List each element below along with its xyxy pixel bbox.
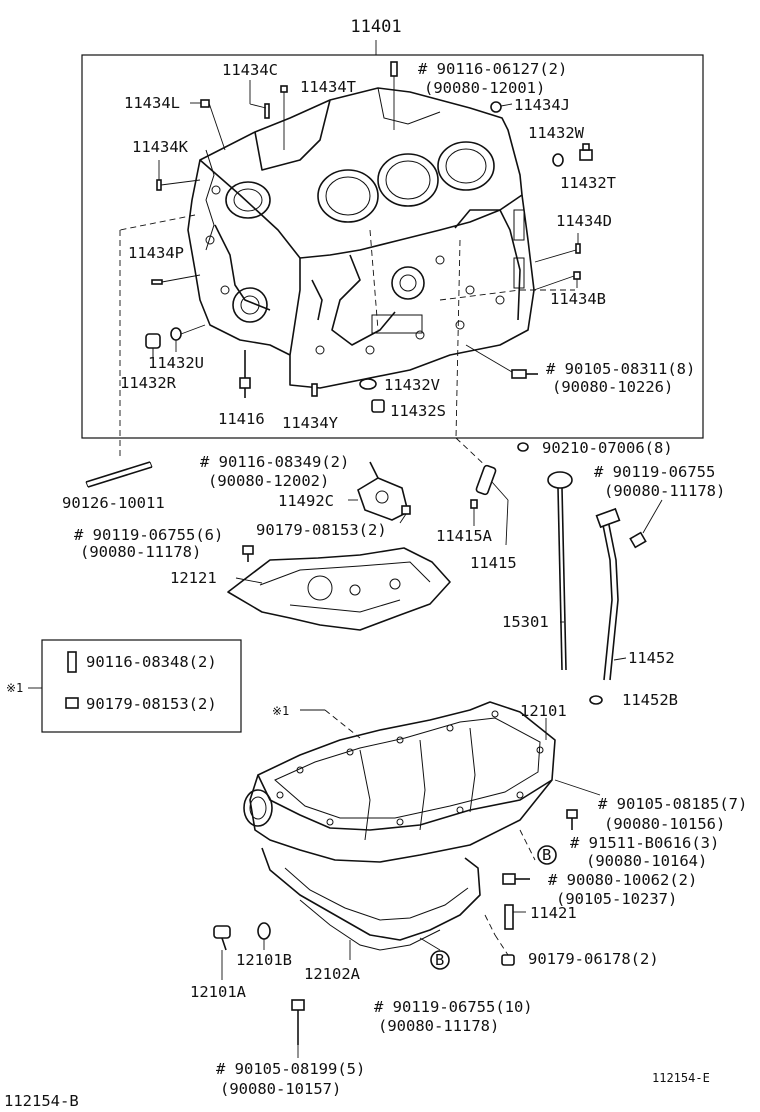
label-stud-2: (90080-12002)	[208, 472, 329, 490]
dipstick-15301	[547, 471, 573, 671]
label-11432v: 11432V	[384, 376, 440, 394]
label-pan-bolt-1: # 90105-08185(7)	[598, 795, 747, 813]
label-pan-bolt-2: (90080-10156)	[604, 815, 725, 833]
label-11434c: 11434C	[222, 61, 278, 79]
label-11421: 11421	[530, 904, 577, 922]
label-bottom-bolt-1: # 90105-08199(5)	[216, 1060, 365, 1078]
label-ref1-nut: 90179-08153(2)	[86, 695, 217, 713]
label-11434l: 11434L	[124, 94, 180, 112]
ref1-parts	[28, 651, 79, 709]
label-pan-bolt-b-1: # 91511-B0616(3)	[570, 834, 719, 852]
label-11452: 11452	[628, 649, 675, 667]
plate-11492c	[348, 461, 411, 524]
baffle-plate-12121	[227, 547, 451, 631]
label-bolt-top-2: (90080-12001)	[424, 79, 545, 97]
label-12102a: 12102A	[304, 965, 361, 983]
label-pan-lower-bolt-2: (90080-11178)	[378, 1017, 499, 1035]
label-bolt-right-2: (90080-10226)	[552, 378, 673, 396]
label-11434t: 11434T	[300, 78, 356, 96]
pan-fasteners	[213, 809, 578, 1058]
label-bolt-left-1: # 90119-06755(6)	[74, 526, 223, 544]
dipstick-guide-11452	[595, 507, 627, 681]
label-11432t: 11432T	[560, 174, 616, 192]
label-11434d: 11434D	[556, 212, 612, 230]
cylinder-block-frame	[81, 54, 704, 439]
washer-90210	[517, 442, 529, 452]
label-11452b: 11452B	[622, 691, 678, 709]
label-12101a: 12101A	[190, 983, 247, 1001]
label-11401: 11401	[350, 17, 401, 37]
label-ref1-mark: ※1	[6, 681, 23, 695]
label-11434k: 11434K	[132, 138, 189, 156]
label-90179-06178: 90179-06178(2)	[528, 950, 659, 968]
oil-pan-drawing	[243, 701, 601, 960]
label-90126: 90126-10011	[62, 494, 165, 512]
label-11434b: 11434B	[550, 290, 606, 308]
label-15301: 15301	[502, 613, 549, 631]
label-ref1-stud: 90116-08348(2)	[86, 653, 217, 671]
label-bolt-left-2: (90080-11178)	[80, 543, 201, 561]
label-pan-lower-bolt-1: # 90119-06755(10)	[374, 998, 533, 1016]
cylinder-block-drawing	[187, 87, 535, 389]
label-12121: 12121	[170, 569, 217, 587]
figure-code: 112154-E	[652, 1071, 710, 1085]
label-bolt-gauge-1: # 90119-06755	[594, 463, 715, 481]
label-stud-1: # 90116-08349(2)	[200, 453, 349, 471]
label-11432s: 11432S	[390, 402, 446, 420]
label-11434p: 11434P	[128, 244, 184, 262]
label-11492c: 11492C	[278, 492, 334, 510]
label-90210: 90210-07006(8)	[542, 439, 673, 457]
label-bolt-top-1: # 90116-06127(2)	[418, 60, 567, 78]
label-pan-ref: ※1	[272, 704, 289, 718]
label-11415a: 11415A	[436, 527, 493, 545]
page-code: 112154-B	[4, 1092, 79, 1110]
ref1-box	[41, 639, 242, 733]
label-11434y: 11434Y	[282, 414, 339, 432]
label-bolt-right-1: # 90105-08311(8)	[546, 360, 695, 378]
label-bottom-bolt-2: (90080-10157)	[220, 1080, 341, 1098]
label-11432u: 11432U	[148, 354, 204, 372]
label-bolt-gauge-2: (90080-11178)	[604, 482, 725, 500]
label-90179-08153: 90179-08153(2)	[256, 521, 387, 539]
long-bolt-90126	[85, 461, 153, 488]
bolt-90119-left	[242, 545, 254, 562]
label-circle-b-lower: B	[435, 951, 444, 969]
oring-11452b	[589, 695, 603, 705]
label-pan-bolt-c-2: (90105-10237)	[556, 890, 677, 908]
block-small-parts	[145, 61, 593, 413]
block-dash-lines	[119, 214, 575, 471]
label-circle-b: B	[542, 846, 551, 864]
label-12101: 12101	[520, 702, 567, 720]
label-12101b: 12101B	[236, 951, 292, 969]
label-pan-bolt-c-1: # 90080-10062(2)	[548, 871, 697, 889]
label-11432w: 11432W	[528, 124, 585, 142]
bolt-gauge	[629, 499, 663, 549]
label-11432r: 11432R	[120, 374, 177, 392]
label-11434j: 11434J	[514, 96, 570, 114]
label-11416: 11416	[218, 410, 265, 428]
label-11415: 11415	[470, 554, 517, 572]
label-pan-bolt-b-2: (90080-10164)	[586, 852, 707, 870]
part-11415	[470, 464, 509, 546]
